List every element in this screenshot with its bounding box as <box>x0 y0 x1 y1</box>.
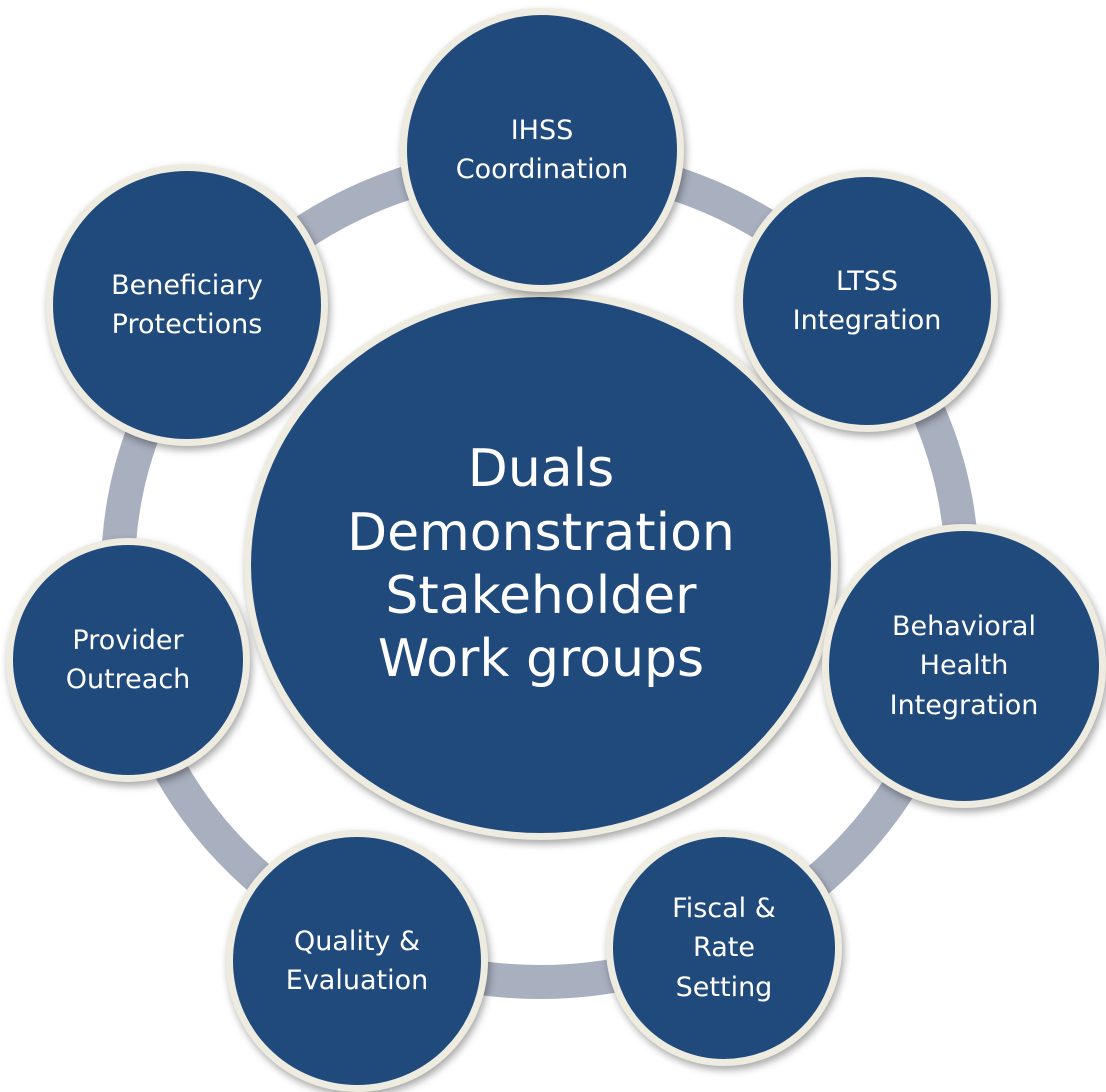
workgroup-label: Fiscal & Rate Setting <box>672 893 776 1003</box>
hub-label: Duals Demonstration Stakeholder Work gro… <box>347 439 735 690</box>
workgroup-ihss-coordination: IHSS Coordination <box>400 8 684 292</box>
workgroup-provider-outreach: Provider Outreach <box>6 538 250 782</box>
workgroup-beneficiary-protections: Beneficiary Protections <box>46 164 328 446</box>
workgroup-label: IHSS Coordination <box>455 114 629 185</box>
workgroup-fiscal-rate-setting: Fiscal & Rate Setting <box>606 830 842 1066</box>
hub-circle: Duals Demonstration Stakeholder Work gro… <box>244 290 838 840</box>
workgroup-label: Provider Outreach <box>65 624 191 695</box>
workgroup-ltss-integration: LTSS Integration <box>736 170 998 432</box>
workgroup-behavioral-health-integration: Behavioral Health Integration <box>822 524 1106 808</box>
workgroup-label: Beneficiary Protections <box>111 269 263 340</box>
workgroup-label: Behavioral Health Integration <box>889 611 1039 721</box>
workgroup-quality-evaluation: Quality & Evaluation <box>226 830 488 1092</box>
workgroup-label: LTSS Integration <box>792 265 942 336</box>
workgroup-label: Quality & Evaluation <box>285 925 429 996</box>
